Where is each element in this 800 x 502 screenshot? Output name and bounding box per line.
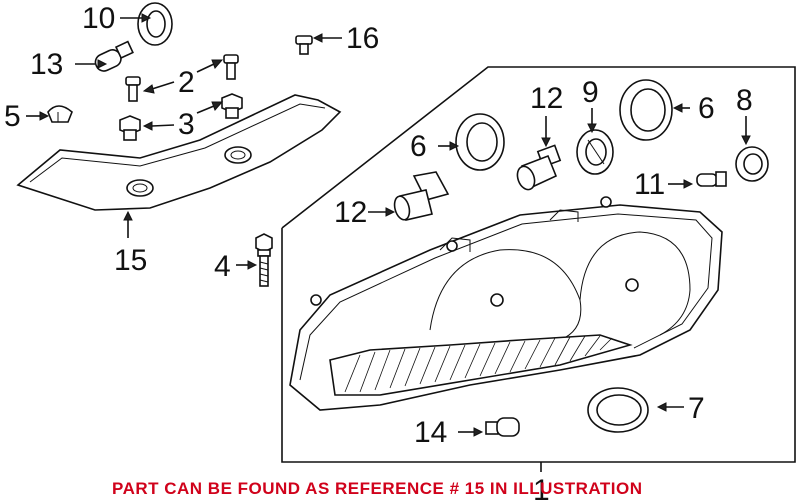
callout-2: 2 (178, 66, 195, 99)
part-6-seal-right (619, 79, 673, 141)
part-11-bulb (696, 171, 727, 187)
assembly-boundary (281, 66, 796, 463)
part-12-bulb-lower (393, 171, 450, 221)
callout-6-left: 6 (410, 130, 427, 163)
part-9-bulb-holder (576, 129, 614, 175)
callout-3: 3 (178, 108, 195, 141)
callout-6-right: 6 (698, 92, 715, 125)
callout-4: 4 (214, 250, 231, 283)
callout-11: 11 (634, 168, 665, 201)
callout-12-lower: 12 (334, 196, 367, 229)
callout-9: 9 (582, 76, 599, 109)
part-5-clip (47, 105, 73, 123)
reference-note: PART CAN BE FOUND AS REFERENCE # 15 IN I… (112, 479, 643, 498)
callout-5: 5 (4, 100, 21, 133)
part-3-nuts (119, 93, 243, 141)
part-15-deflector-bracket (16, 94, 342, 211)
leader-arrows (26, 13, 751, 437)
part-7-ring-seal (587, 387, 649, 433)
callout-1: 1 (533, 474, 550, 502)
part-16-screw (295, 35, 313, 55)
callout-15: 15 (114, 244, 147, 277)
part-12-bulb-upper (516, 144, 562, 191)
callout-8: 8 (736, 84, 753, 117)
part-14-bulb (485, 417, 520, 437)
part-1-headlamp-assembly (289, 196, 723, 411)
part-13-bulb (94, 40, 134, 72)
part-10-grommet (137, 2, 173, 46)
callout-14: 14 (414, 416, 447, 449)
part-8-socket (735, 146, 769, 182)
callout-16: 16 (346, 22, 379, 55)
part-2-bolts (125, 54, 239, 102)
part-6-seal-left (455, 113, 505, 171)
callout-10: 10 (82, 2, 115, 35)
part-4-bolt (255, 233, 273, 287)
callout-12-upper: 12 (530, 82, 563, 115)
callout-13: 13 (30, 48, 63, 81)
callout-7: 7 (688, 392, 705, 425)
